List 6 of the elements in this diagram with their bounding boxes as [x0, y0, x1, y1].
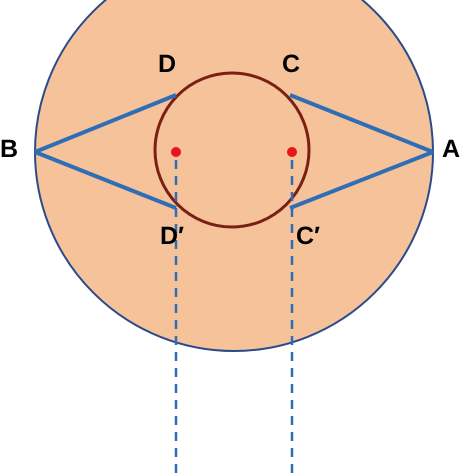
point-label: A: [442, 137, 460, 162]
point-label: D′: [160, 224, 184, 249]
point-label: B: [0, 137, 18, 162]
point-label: C: [282, 52, 300, 77]
point-label: C′: [296, 224, 320, 249]
point-label: D: [158, 52, 176, 77]
